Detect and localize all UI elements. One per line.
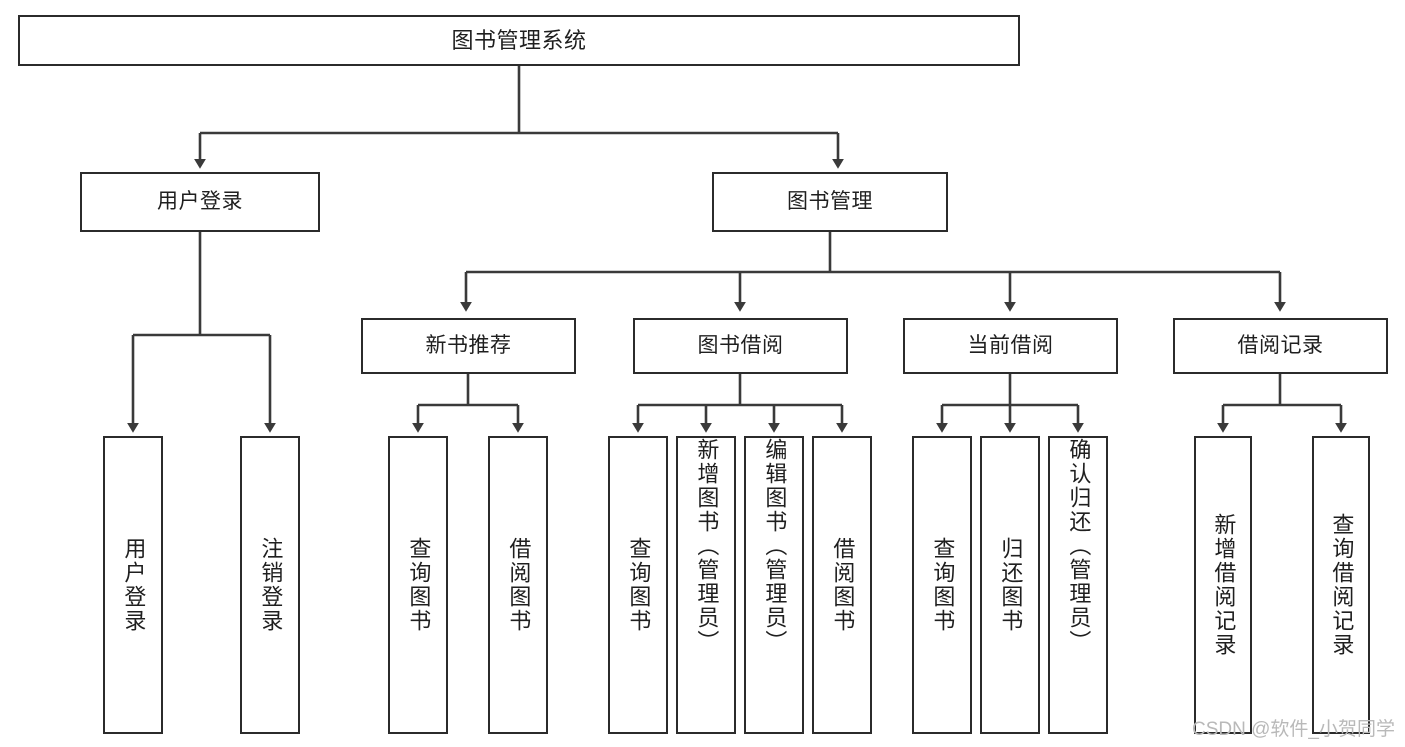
leaf-add-book[interactable]: 新增图书（管理员） [676,436,736,734]
node-current-borrow[interactable]: 当前借阅 [903,318,1118,374]
leaf-query-book-1[interactable]: 查询图书 [388,436,448,734]
leaf-add-book-label: 新增图书（管理员） [694,438,720,654]
node-new-book-recommend[interactable]: 新书推荐 [361,318,576,374]
node-borrow-record[interactable]: 借阅记录 [1173,318,1388,374]
node-root-label: 图书管理系统 [451,27,587,53]
node-current-borrow-label: 当前借阅 [967,333,1054,357]
node-user-login[interactable]: 用户登录 [80,172,320,232]
leaf-logout-login-label: 注销登录 [258,537,284,633]
leaf-user-login-label: 用户登录 [121,537,147,633]
leaf-query-borrow-record[interactable]: 查询借阅记录 [1312,436,1370,734]
leaf-query-book-3-label: 查询图书 [930,537,956,633]
node-book-manage[interactable]: 图书管理 [712,172,948,232]
leaf-borrow-book-1[interactable]: 借阅图书 [488,436,548,734]
leaf-logout-login[interactable]: 注销登录 [240,436,300,734]
leaf-return-book[interactable]: 归还图书 [980,436,1040,734]
leaf-add-borrow-record[interactable]: 新增借阅记录 [1194,436,1252,734]
leaf-query-book-2[interactable]: 查询图书 [608,436,668,734]
leaf-return-book-label: 归还图书 [998,537,1024,633]
leaf-query-book-2-label: 查询图书 [626,537,652,633]
leaf-borrow-book-2[interactable]: 借阅图书 [812,436,872,734]
watermark: CSDN @软件_小贺同学 [1192,719,1395,740]
node-book-borrow-label: 图书借阅 [697,333,784,357]
node-root[interactable]: 图书管理系统 [18,15,1020,66]
node-borrow-record-label: 借阅记录 [1237,333,1324,357]
node-user-login-label: 用户登录 [157,189,243,213]
leaf-query-book-3[interactable]: 查询图书 [912,436,972,734]
node-book-borrow[interactable]: 图书借阅 [633,318,848,374]
leaf-user-login[interactable]: 用户登录 [103,436,163,734]
leaf-query-borrow-record-label: 查询借阅记录 [1329,513,1355,657]
leaf-borrow-book-1-label: 借阅图书 [506,537,532,633]
leaf-edit-book-label: 编辑图书（管理员） [762,438,788,654]
leaf-edit-book[interactable]: 编辑图书（管理员） [744,436,804,734]
node-new-book-recommend-label: 新书推荐 [425,333,512,357]
leaf-confirm-return[interactable]: 确认归还（管理员） [1048,436,1108,734]
node-book-manage-label: 图书管理 [787,189,873,213]
leaf-borrow-book-2-label: 借阅图书 [830,537,856,633]
leaf-query-book-1-label: 查询图书 [406,537,432,633]
leaf-add-borrow-record-label: 新增借阅记录 [1211,513,1237,657]
leaf-confirm-return-label: 确认归还（管理员） [1066,438,1092,654]
